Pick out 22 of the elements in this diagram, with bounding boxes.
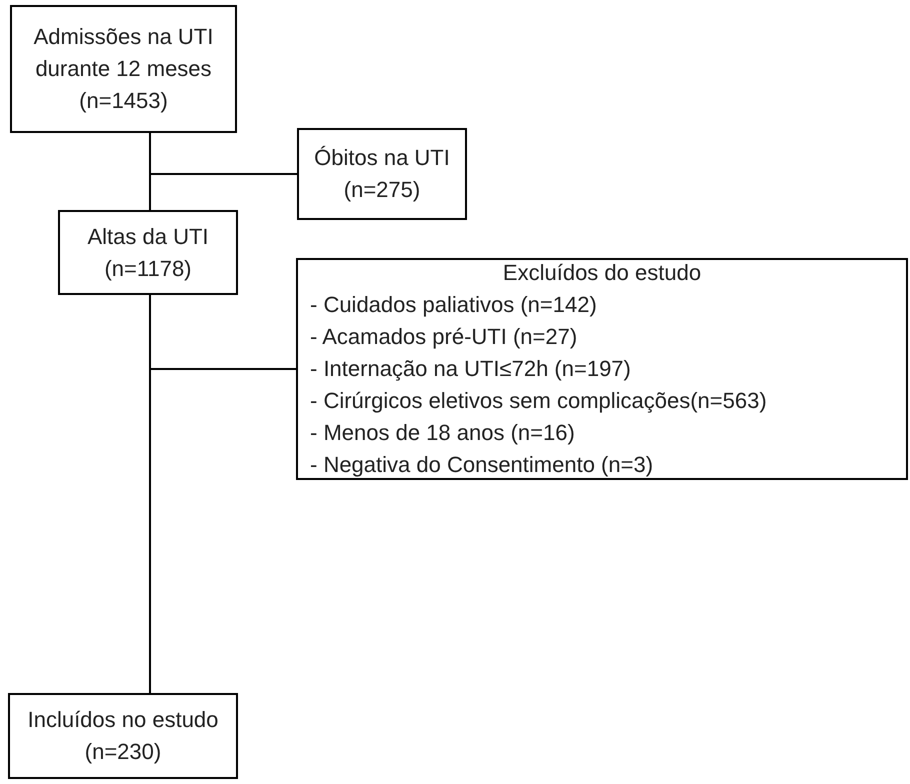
list-item: - Negativa do Consentimento (n=3) [310, 451, 654, 479]
box-text: Incluídos no estudo [28, 706, 218, 734]
list-item: - Internação na UTI≤72h (n=197) [310, 355, 631, 383]
box-text: (n=1178) [104, 254, 192, 282]
process-box [297, 128, 467, 220]
connector-line [149, 295, 296, 370]
connector-line [149, 133, 297, 175]
box-text: (n=275) [344, 176, 420, 204]
process-box [8, 693, 238, 779]
process-box [296, 258, 908, 480]
box-text: (n=1453) [79, 87, 168, 115]
process-box [10, 5, 237, 133]
process-box [58, 210, 238, 295]
list-item: - Cuidados paliativos (n=142) [310, 291, 597, 319]
box-text: Admissões na UTI durante 12 meses [32, 23, 214, 83]
box-text: Óbitos na UTI [314, 144, 450, 172]
list-item: - Menos de 18 anos (n=16) [310, 419, 575, 447]
list-item: - Acamados pré-UTI (n=27) [310, 323, 578, 351]
box-text: Altas da UTI [87, 222, 209, 250]
list-item: - Cirúrgicos eletivos sem complicações(n=563) [310, 387, 767, 415]
box-text: (n=230) [84, 738, 162, 766]
box-heading: Excluídos do estudo [502, 259, 702, 287]
